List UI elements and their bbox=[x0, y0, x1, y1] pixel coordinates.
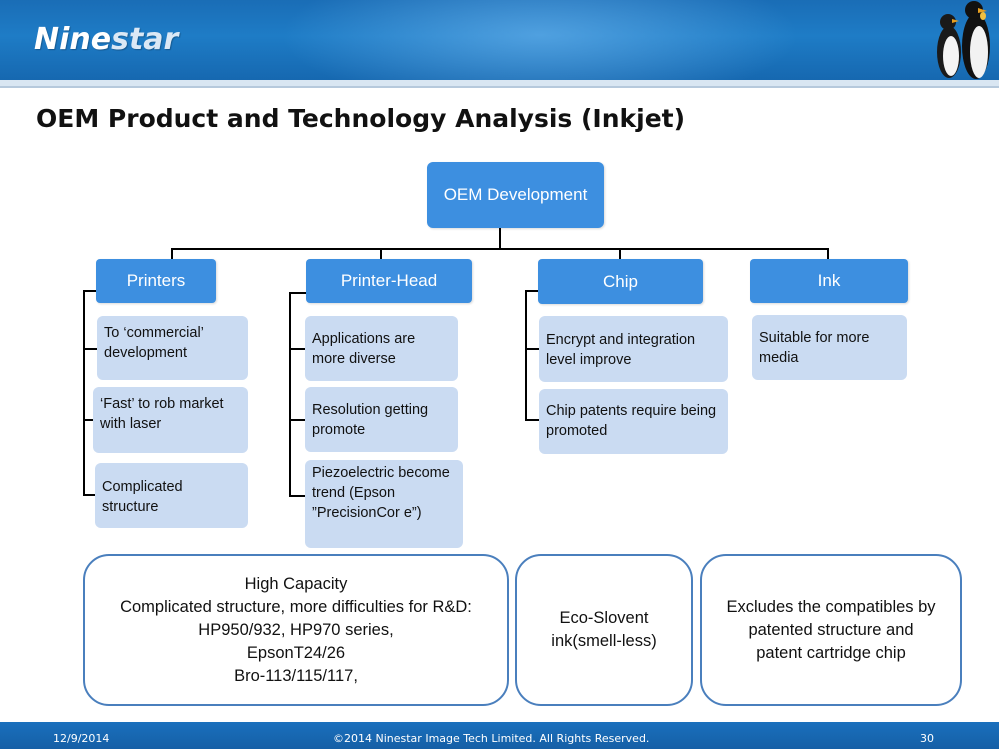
branch-bar bbox=[171, 248, 829, 250]
root-stem bbox=[499, 228, 501, 249]
logo-sub: star bbox=[111, 22, 178, 57]
chip-spine-top bbox=[525, 290, 539, 292]
printers-tick-2 bbox=[83, 419, 93, 421]
header-rule-accent bbox=[0, 86, 999, 88]
root-node: OEM Development bbox=[427, 162, 604, 228]
printer-head-tick-2 bbox=[289, 419, 305, 421]
note-3-line-2: patented structure and bbox=[748, 619, 913, 642]
note-eco-solvent: Eco-Slovent ink(smell-less) bbox=[515, 554, 693, 706]
category-chip: Chip bbox=[538, 259, 703, 304]
footer-date: 12/9/2014 bbox=[53, 732, 109, 745]
note-high-capacity: High Capacity Complicated structure, mor… bbox=[83, 554, 509, 706]
note-1-line-3: HP950/932, HP970 series, bbox=[198, 619, 393, 642]
note-3-line-1: Excludes the compatibles by bbox=[726, 596, 935, 619]
ninestar-logo: Ninestar bbox=[34, 22, 178, 57]
note-excludes-compatibles: Excludes the compatibles by patented str… bbox=[700, 554, 962, 706]
printers-item-1: To ‘commercial’ development bbox=[97, 316, 248, 380]
slide-title: OEM Product and Technology Analysis (Ink… bbox=[36, 104, 685, 133]
penguins-image bbox=[919, 0, 999, 80]
footer-page-number: 30 bbox=[920, 732, 934, 745]
printers-spine-top bbox=[83, 290, 97, 292]
chip-tick-1 bbox=[525, 348, 539, 350]
note-2-line-1: Eco-Slovent bbox=[560, 607, 649, 630]
footer-copyright: ©2014 Ninestar Image Tech Limited. All R… bbox=[333, 732, 649, 745]
printer-head-spine bbox=[289, 292, 291, 496]
note-1-line-4: EpsonT24/26 bbox=[247, 642, 345, 665]
printer-head-item-1: Applications are more diverse bbox=[305, 316, 458, 381]
chip-item-1: Encrypt and integration level improve bbox=[539, 316, 728, 382]
printer-head-item-3: Piezoelectric become trend (Epson ”Preci… bbox=[305, 460, 463, 548]
note-1-line-2: Complicated structure, more difficulties… bbox=[120, 596, 472, 619]
header-band: Ninestar bbox=[0, 0, 999, 80]
ink-item-1: Suitable for more media bbox=[752, 315, 907, 380]
printer-head-spine-top bbox=[289, 292, 306, 294]
printers-item-3: Complicated structure bbox=[95, 463, 248, 528]
printers-tick-3 bbox=[83, 494, 95, 496]
note-1-line-5: Bro-113/115/117, bbox=[234, 665, 358, 688]
note-1-line-1: High Capacity bbox=[245, 573, 348, 596]
chip-spine bbox=[525, 290, 527, 420]
category-printers: Printers bbox=[96, 259, 216, 303]
printer-head-item-2: Resolution getting promote bbox=[305, 387, 458, 452]
printers-spine bbox=[83, 290, 85, 495]
printer-head-tick-1 bbox=[289, 348, 305, 350]
printers-tick-1 bbox=[83, 348, 97, 350]
category-printer-head: Printer-Head bbox=[306, 259, 472, 303]
header-glow bbox=[280, 0, 800, 80]
chip-tick-2 bbox=[525, 419, 539, 421]
note-2-line-2: ink(smell-less) bbox=[551, 630, 656, 653]
footer-band: 12/9/2014 ©2014 Ninestar Image Tech Limi… bbox=[0, 722, 999, 749]
printer-head-tick-3 bbox=[289, 495, 305, 497]
logo-main: Nine bbox=[34, 22, 111, 57]
printers-item-2: ‘Fast’ to rob market with laser bbox=[93, 387, 248, 453]
chip-item-2: Chip patents require being promoted bbox=[539, 389, 728, 454]
note-3-line-3: patent cartridge chip bbox=[756, 642, 906, 665]
category-ink: Ink bbox=[750, 259, 908, 303]
